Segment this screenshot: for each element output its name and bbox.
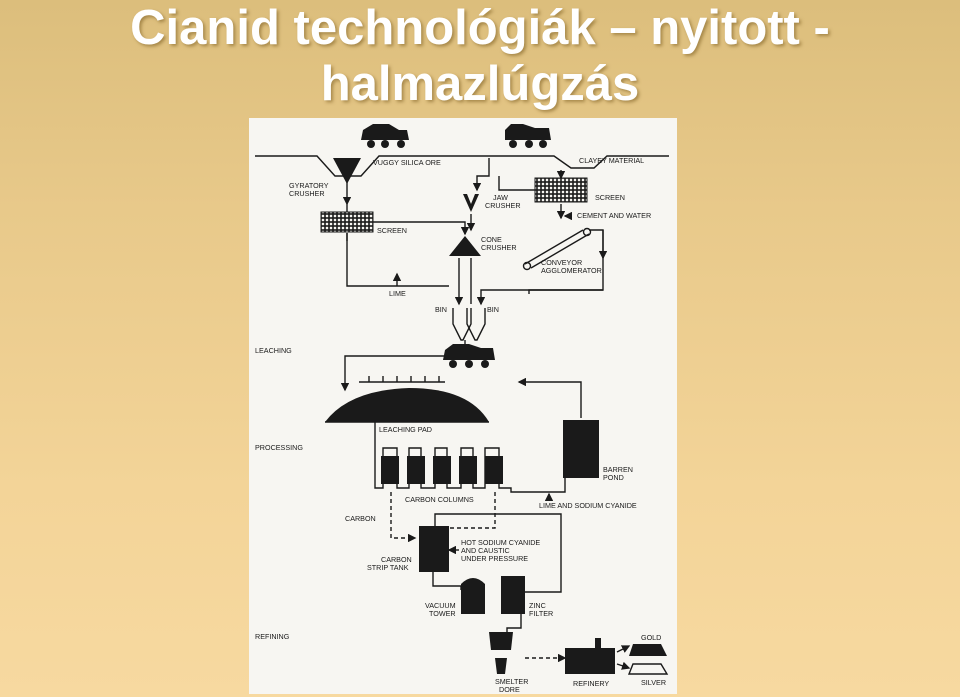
label-screen-left: SCREEN (377, 226, 407, 235)
gold-bar-icon (629, 644, 667, 656)
label-vacuum-tower-1: VACUUM (425, 601, 456, 610)
label-gold: GOLD (641, 633, 661, 642)
label-cement-and-water: CEMENT AND WATER (577, 211, 651, 220)
carbon-columns (381, 456, 503, 484)
refinery-icon (565, 638, 615, 674)
label-barren-pond-2: POND (603, 473, 624, 482)
label-refinery: REFINERY (573, 679, 609, 688)
jaw-crusher-icon (463, 194, 479, 212)
label-section-refining: REFINING (255, 632, 290, 641)
label-carbon-strip-tank-1: CARBON (381, 555, 412, 564)
label-conveyor-agglomerator-2: AGGLOMERATOR (541, 266, 602, 275)
carbon-strip-tank (419, 526, 449, 572)
label-vacuum-tower-2: TOWER (429, 609, 456, 618)
slide-title: Cianid technológiák – nyitott - halmazlú… (0, 0, 960, 112)
label-cone-crusher-2: CRUSHER (481, 243, 517, 252)
label-section-leaching: LEACHING (255, 346, 292, 355)
slide-title-line-2: halmazlúgzás (320, 57, 640, 111)
label-screen-right: SCREEN (595, 193, 625, 202)
silver-bar-icon (627, 663, 669, 675)
screen-right-icon (534, 177, 588, 203)
label-vuggy-silica-ore: VUGGY SILICA ORE (373, 158, 441, 167)
label-zinc-filter-2: FILTER (529, 609, 553, 618)
label-smelter-dore-2: DORE (499, 685, 520, 694)
label-bin-right: BIN (487, 305, 499, 314)
label-clayey-material: CLAYEY MATERIAL (579, 156, 644, 165)
label-lime-top: LIME (389, 289, 406, 298)
label-carbon: CARBON (345, 514, 376, 523)
label-leaching-pad: LEACHING PAD (379, 425, 432, 434)
truck-icon-1 (361, 124, 409, 148)
label-hot-sodium-cyanide-2: AND CAUSTIC (461, 546, 510, 555)
zinc-filter (501, 576, 525, 614)
label-zinc-filter-1: ZINC (529, 601, 546, 610)
label-cone-crusher-1: CONE (481, 235, 502, 244)
label-carbon-strip-tank-2: STRIP TANK (367, 563, 409, 572)
gyratory-crusher-icon (333, 158, 361, 184)
label-barren-pond-1: BARREN (603, 465, 633, 474)
label-section-processing: PROCESSING (255, 443, 303, 452)
screen-left-icon (320, 211, 374, 233)
label-carbon-columns: CARBON COLUMNS (405, 495, 474, 504)
vacuum-tower (461, 578, 485, 614)
label-hot-sodium-cyanide-3: UNDER PRESSURE (461, 554, 528, 563)
label-lime-and-sodium-cyanide: LIME AND SODIUM CYANIDE (539, 501, 637, 510)
heap-leach-flow-diagram: VUGGY SILICA ORE CLAYEY MATERIAL GYRATOR… (249, 118, 677, 694)
label-conveyor-agglomerator-1: CONVEYOR (541, 258, 582, 267)
label-hot-sodium-cyanide-1: HOT SODIUM CYANIDE (461, 538, 540, 547)
leaching-pad-heap (325, 388, 489, 422)
truck-icon-2 (505, 124, 551, 148)
cone-crusher-icon (449, 236, 481, 256)
label-jaw-crusher-2: CRUSHER (485, 201, 521, 210)
label-smelter-dore-1: SMELTER (495, 677, 528, 686)
label-bin-left: BIN (435, 305, 447, 314)
label-gyratory-crusher-1: GYRATORY (289, 181, 329, 190)
label-gyratory-crusher-2: CRUSHER (289, 189, 325, 198)
slide-title-line-1: Cianid technológiák – nyitott - (130, 1, 830, 55)
barren-pond (563, 420, 599, 478)
label-silver: SILVER (641, 678, 666, 687)
label-jaw-crusher-1: JAW (493, 193, 508, 202)
truck-icon-3 (443, 344, 495, 368)
smelter-icon (489, 632, 513, 650)
